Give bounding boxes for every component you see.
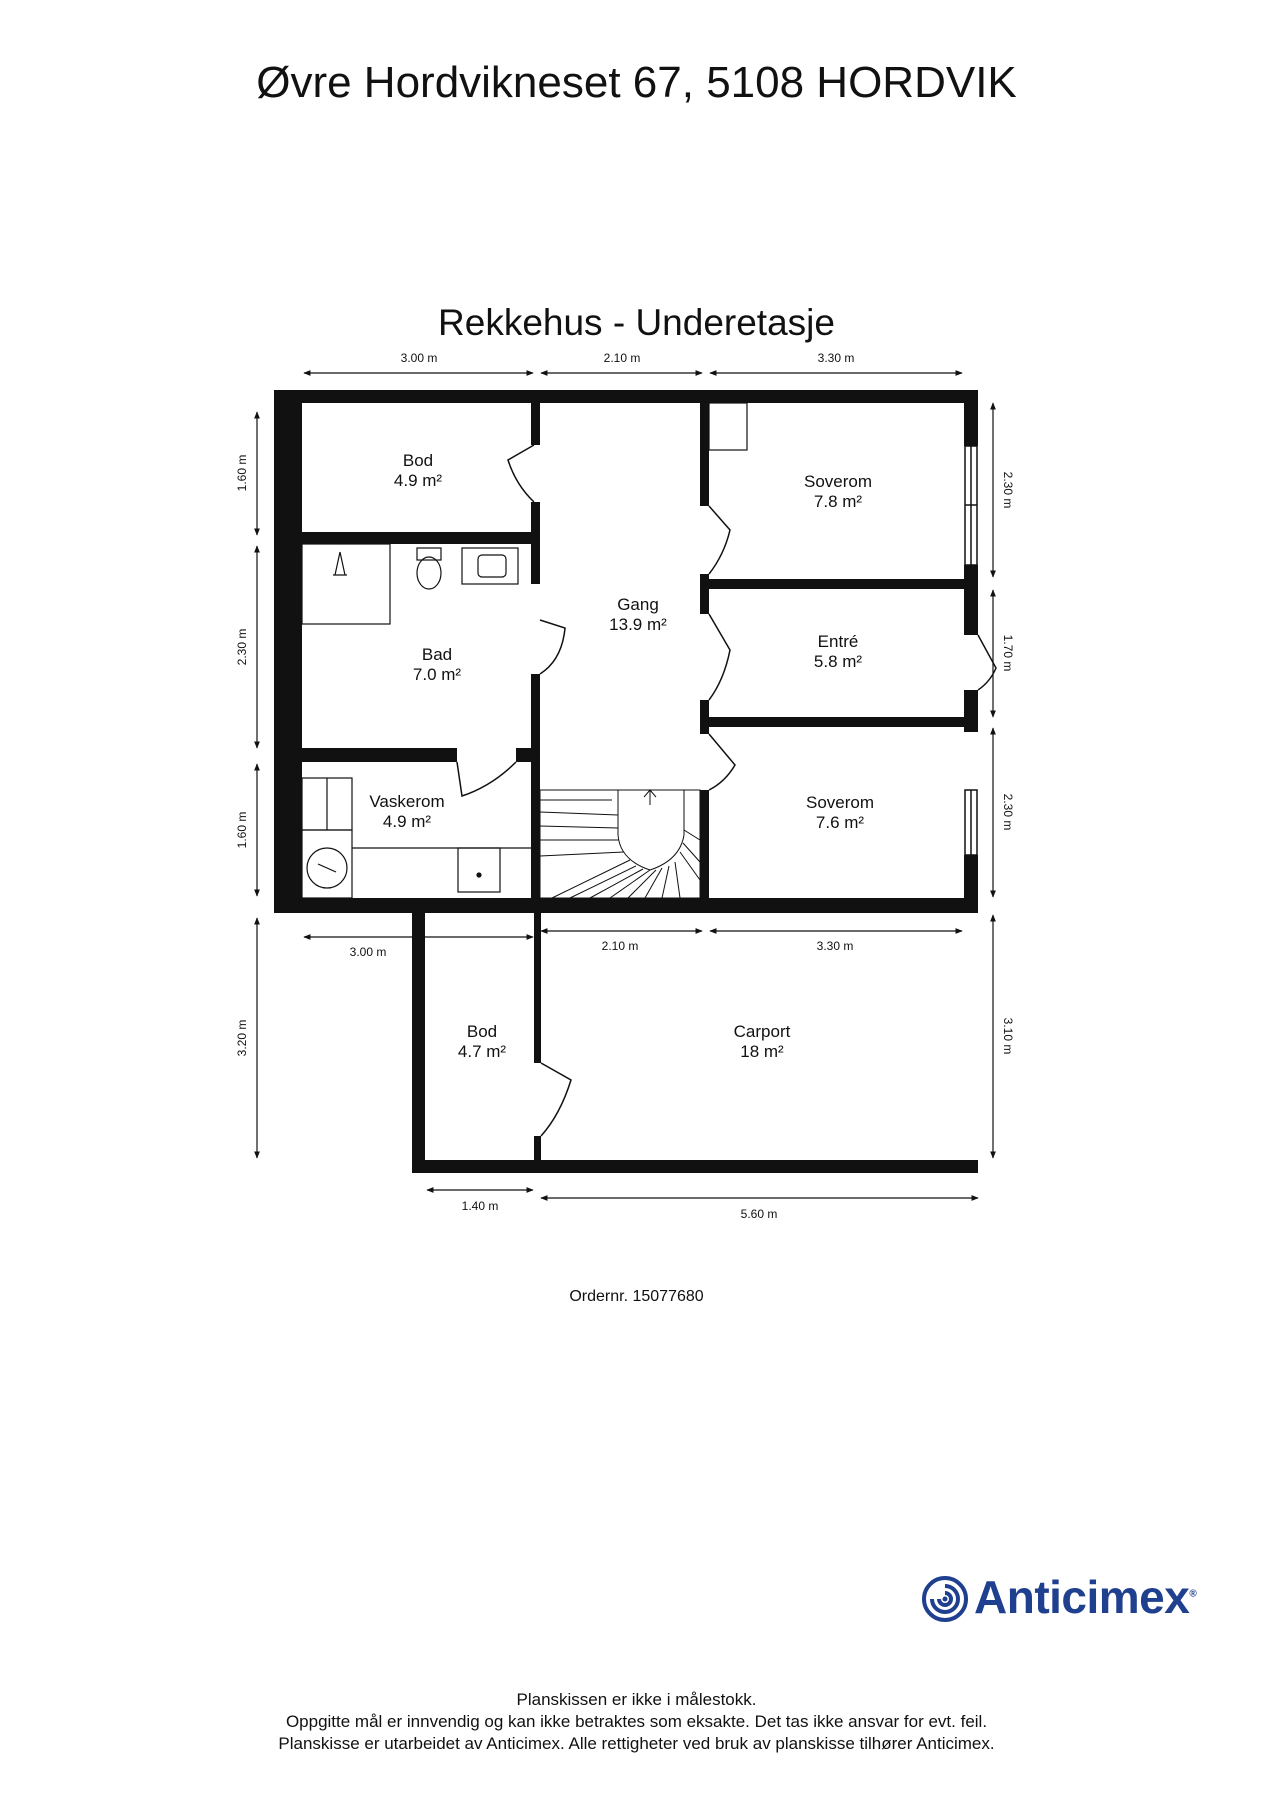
dimension-labels: 3.00 m 2.10 m 3.30 m 1.60 m 2.30 m 1.60 …	[235, 351, 1015, 1221]
logo-registered-mark: ®	[1189, 1588, 1197, 1600]
plan-title: Rekkehus - Underetasje	[438, 302, 835, 343]
door-swings	[456, 444, 997, 1137]
closet-box	[708, 402, 748, 451]
dim-bottom-left: 1.40 m	[462, 1199, 499, 1213]
windows	[964, 445, 978, 856]
address-title: Øvre Hordvikneset 67, 5108 HORDVIK	[256, 58, 1017, 107]
room-name-soverom-top: Soverom	[804, 472, 872, 491]
washing-machine-drum-icon	[306, 847, 348, 889]
utility-sink-icon	[457, 847, 501, 893]
dim-top-mid: 2.10 m	[604, 351, 641, 365]
room-area-bad: 7.0 m²	[413, 665, 462, 684]
dim-right-2: 1.70 m	[1001, 635, 1015, 672]
dim-mid-right: 3.30 m	[817, 939, 854, 953]
sink-counter	[461, 547, 519, 585]
room-labels: Bod 4.9 m² Bad 7.0 m² Vaskerom 4.9 m² Ga…	[369, 451, 874, 1061]
room-area-soverom-top: 7.8 m²	[814, 492, 863, 511]
dim-right-1: 2.30 m	[1001, 472, 1015, 509]
dimension-lines	[254, 370, 996, 1201]
dim-left-4: 3.20 m	[235, 1020, 249, 1057]
shower-head-icon	[333, 551, 347, 576]
room-name-vaskerom: Vaskerom	[369, 792, 444, 811]
dim-left-3: 1.60 m	[235, 812, 249, 849]
room-name-carport: Carport	[734, 1022, 791, 1041]
shower	[301, 543, 391, 625]
room-area-bod-bottom: 4.7 m²	[458, 1042, 507, 1061]
room-name-bad: Bad	[422, 645, 452, 664]
dim-mid-mid: 2.10 m	[602, 939, 639, 953]
interior-walls	[302, 403, 964, 898]
footer-line-3: Planskisse er utarbeidet av Anticimex. A…	[278, 1734, 995, 1753]
room-area-gang: 13.9 m²	[609, 615, 667, 634]
dim-top-right: 3.30 m	[818, 351, 855, 365]
room-area-bod-top: 4.9 m²	[394, 471, 443, 490]
lower-walls	[412, 913, 978, 1173]
room-name-soverom-bottom: Soverom	[806, 793, 874, 812]
anticimex-swirl-icon	[922, 1576, 968, 1622]
footer-line-1: Planskissen er ikke i målestokk.	[516, 1690, 757, 1709]
room-area-soverom-bottom: 7.6 m²	[816, 813, 865, 832]
room-name-gang: Gang	[617, 595, 659, 614]
dim-left-2: 2.30 m	[235, 629, 249, 666]
room-area-vaskerom: 4.9 m²	[383, 812, 432, 831]
toilet-tank	[416, 547, 442, 561]
logo-text: Anticimex	[974, 1571, 1190, 1623]
footer-line-2: Oppgitte mål er innvendig og kan ikke be…	[285, 1712, 988, 1731]
room-name-entre: Entré	[818, 632, 859, 651]
anticimex-logo: Anticimex®	[918, 1568, 1218, 1628]
toilet-bowl-icon	[416, 556, 442, 590]
staircase	[539, 789, 701, 899]
order-number: Ordernr. 15077680	[569, 1288, 704, 1305]
sink-basin-icon	[477, 554, 507, 578]
dim-mid-left: 3.00 m	[350, 945, 387, 959]
dim-bottom-right: 5.60 m	[741, 1207, 778, 1221]
room-name-bod-top: Bod	[403, 451, 433, 470]
room-area-entre: 5.8 m²	[814, 652, 863, 671]
dim-right-4: 3.10 m	[1001, 1018, 1015, 1055]
room-area-carport: 18 m²	[740, 1042, 784, 1061]
dim-left-1: 1.60 m	[235, 455, 249, 492]
dim-top-left: 3.00 m	[401, 351, 438, 365]
room-name-bod-bottom: Bod	[467, 1022, 497, 1041]
washing-machine	[301, 829, 353, 899]
fixtures	[301, 402, 748, 899]
exterior-walls	[274, 390, 978, 913]
dim-right-3: 2.30 m	[1001, 794, 1015, 831]
